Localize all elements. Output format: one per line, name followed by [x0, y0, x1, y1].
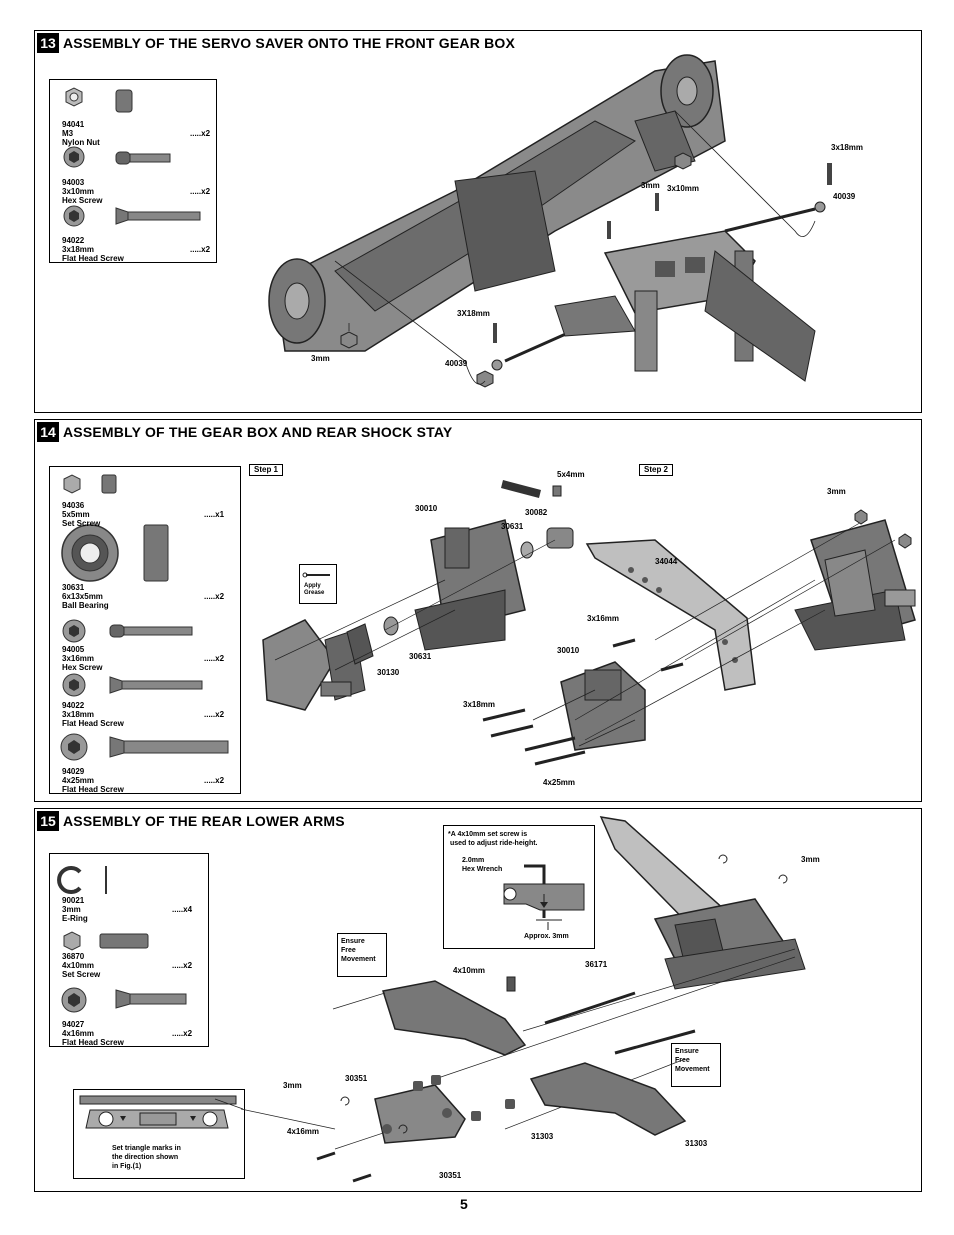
section-15-title: ASSEMBLY OF THE REAR LOWER ARMS [63, 813, 345, 829]
ensure-free-movement-right: Ensure Free Movement [671, 1043, 721, 1087]
label-14-flat-screw: 3x18mm [463, 700, 496, 709]
label-14-long-screw: 4x25mm [543, 778, 576, 787]
rear-lower-arms-drawing [214, 816, 806, 1183]
part-94022: 94022 3x18mm Flat Head Screw .....x2 [62, 236, 211, 263]
part-94036: 94036 5x5mm Set Screw .....x1 [62, 501, 225, 528]
part-94003: 94003 3x10mm Hex Screw .....x2 [62, 178, 211, 205]
label-15-screw: 4x16mm [287, 1127, 320, 1136]
flat-head-screw-icon [61, 987, 187, 1013]
section-13-parts-icons [63, 87, 201, 227]
section-15-parts-box: 90021 3mm E-Ring .....x4 36870 4x10mm Se… [49, 853, 209, 1047]
label-14-outdrive: 30082 [525, 508, 548, 517]
triangle-marks-callout: Set triangle marks in the direction show… [73, 1089, 245, 1179]
hex-screw-icon [62, 619, 193, 643]
label-15-mount-bottom: 30351 [439, 1171, 462, 1180]
section-14-parts-box: 94036 5x5mm Set Screw .....x1 30631 6x13… [49, 466, 241, 794]
callout-note-line1: *A 4x10mm set screw is [448, 831, 528, 838]
set-screw-icon [63, 931, 149, 951]
callout-wrench-line2: Hex Wrench [462, 866, 503, 873]
part-30631: 30631 6x13x5mm Ball Bearing .....x2 [62, 583, 225, 610]
part-90021: 90021 3mm E-Ring .....x4 [62, 896, 193, 923]
label-13-hex-screw: 3x10mm [667, 184, 700, 193]
label-14-set-screw: 5x4mm [557, 470, 585, 479]
section-15-header: 15 ASSEMBLY OF THE REAR LOWER ARMS [37, 811, 345, 831]
arm-mount-icon [79, 1095, 237, 1129]
e-ring-icon [57, 866, 107, 894]
label-15-arm-left: 31303 [531, 1132, 554, 1141]
section-14-title: ASSEMBLY OF THE GEAR BOX AND REAR SHOCK … [63, 424, 453, 440]
section-14-parts-icons [60, 474, 229, 761]
long-flat-head-screw-icon [60, 733, 229, 761]
flat-head-screw-icon [62, 673, 203, 697]
step-1-label: Step 1 [249, 464, 284, 476]
label-14-shock-stay: 34044 [655, 557, 678, 566]
section-15: 15 ASSEMBLY OF THE REAR LOWER ARMS 90021… [34, 808, 922, 1192]
part-94005: 94005 3x16mm Hex Screw .....x2 [62, 645, 225, 672]
label-14-hex-screw: 3x16mm [587, 614, 620, 623]
apply-grease-box: Apply Grease [299, 564, 337, 604]
label-15-mount-top: 30351 [345, 1074, 368, 1083]
ride-height-callout: *A 4x10mm set screw is used to adjust ri… [443, 825, 595, 949]
step-2-label: Step 2 [639, 464, 674, 476]
section-14: 14 ASSEMBLY OF THE GEAR BOX AND REAR SHO… [34, 419, 922, 802]
section-13-title: ASSEMBLY OF THE SERVO SAVER ONTO THE FRO… [63, 35, 516, 51]
callout-wrench-line1: 2.0mm [462, 857, 485, 864]
label-13-rod-end-left: 40039 [445, 359, 468, 368]
triangle-note-line2: the direction shown [112, 1154, 179, 1161]
servo-saver-gearbox-drawing [268, 54, 832, 388]
grease-tube-icon [302, 572, 330, 578]
section-15-parts-icons [57, 866, 187, 1013]
label-15-arm-right: 31303 [685, 1139, 708, 1148]
triangle-note-line3: in Fig.(1) [112, 1163, 142, 1170]
label-15-eclip-left: 3mm [283, 1081, 302, 1090]
section-15-number: 15 [37, 811, 59, 831]
label-14-gearbox-top: 30010 [415, 504, 438, 513]
callout-approx: Approx. 3mm [524, 933, 569, 940]
part-94041: 94041 M3 Nylon Nut .....x2 [62, 120, 211, 147]
label-13-nut-left: 3mm [311, 354, 330, 363]
flat-head-screw-icon [63, 205, 201, 227]
label-14-nut-right: 3mm [827, 487, 846, 496]
nylon-nut-icon [65, 87, 133, 113]
label-15-pin: 36171 [585, 960, 608, 969]
part-94029: 94029 4x25mm Flat Head Screw .....x2 [62, 767, 225, 794]
callout-note-line2: used to adjust ride-height. [450, 840, 538, 847]
label-13-top-right-screw: 3x18mm [831, 143, 864, 152]
section-14-header: 14 ASSEMBLY OF THE GEAR BOX AND REAR SHO… [37, 422, 452, 442]
set-screw-icon [63, 474, 117, 494]
section-13: 13 ASSEMBLY OF THE SERVO SAVER ONTO THE … [34, 30, 922, 413]
label-14-gearbox-lower: 30010 [557, 646, 580, 655]
part-36870: 36870 4x10mm Set Screw .....x2 [62, 952, 193, 979]
label-14-gear: 30130 [377, 668, 400, 677]
ball-bearing-icon [61, 524, 169, 582]
label-14-bearing-lower: 30631 [409, 652, 432, 661]
label-14-bearing-top: 30631 [501, 522, 524, 531]
section-13-number: 13 [37, 33, 59, 53]
page-number: 5 [460, 1196, 468, 1212]
hex-wrench-arm-icon [503, 864, 585, 930]
label-13-nut-right: 3mm [641, 181, 660, 190]
ensure-free-movement-left: Ensure Free Movement [337, 933, 387, 977]
part-94027: 94027 4x16mm Flat Head Screw .....x2 [62, 1020, 193, 1047]
label-13-screw-left: 3X18mm [457, 309, 490, 318]
gearbox-shock-stay-drawing [262, 480, 916, 766]
label-15-set-screw: 4x10mm [453, 966, 486, 975]
triangle-note-line1: Set triangle marks in [112, 1145, 181, 1152]
section-14-number: 14 [37, 422, 59, 442]
hex-screw-icon [63, 146, 171, 168]
label-15-eclip-right: 3mm [801, 855, 820, 864]
section-13-parts-box: 94041 M3 Nylon Nut .....x2 94003 3x10mm … [49, 79, 217, 263]
label-13-rod-end-right: 40039 [833, 192, 856, 201]
section-13-header: 13 ASSEMBLY OF THE SERVO SAVER ONTO THE … [37, 33, 515, 53]
part-94022: 94022 3x18mm Flat Head Screw .....x2 [62, 701, 225, 728]
